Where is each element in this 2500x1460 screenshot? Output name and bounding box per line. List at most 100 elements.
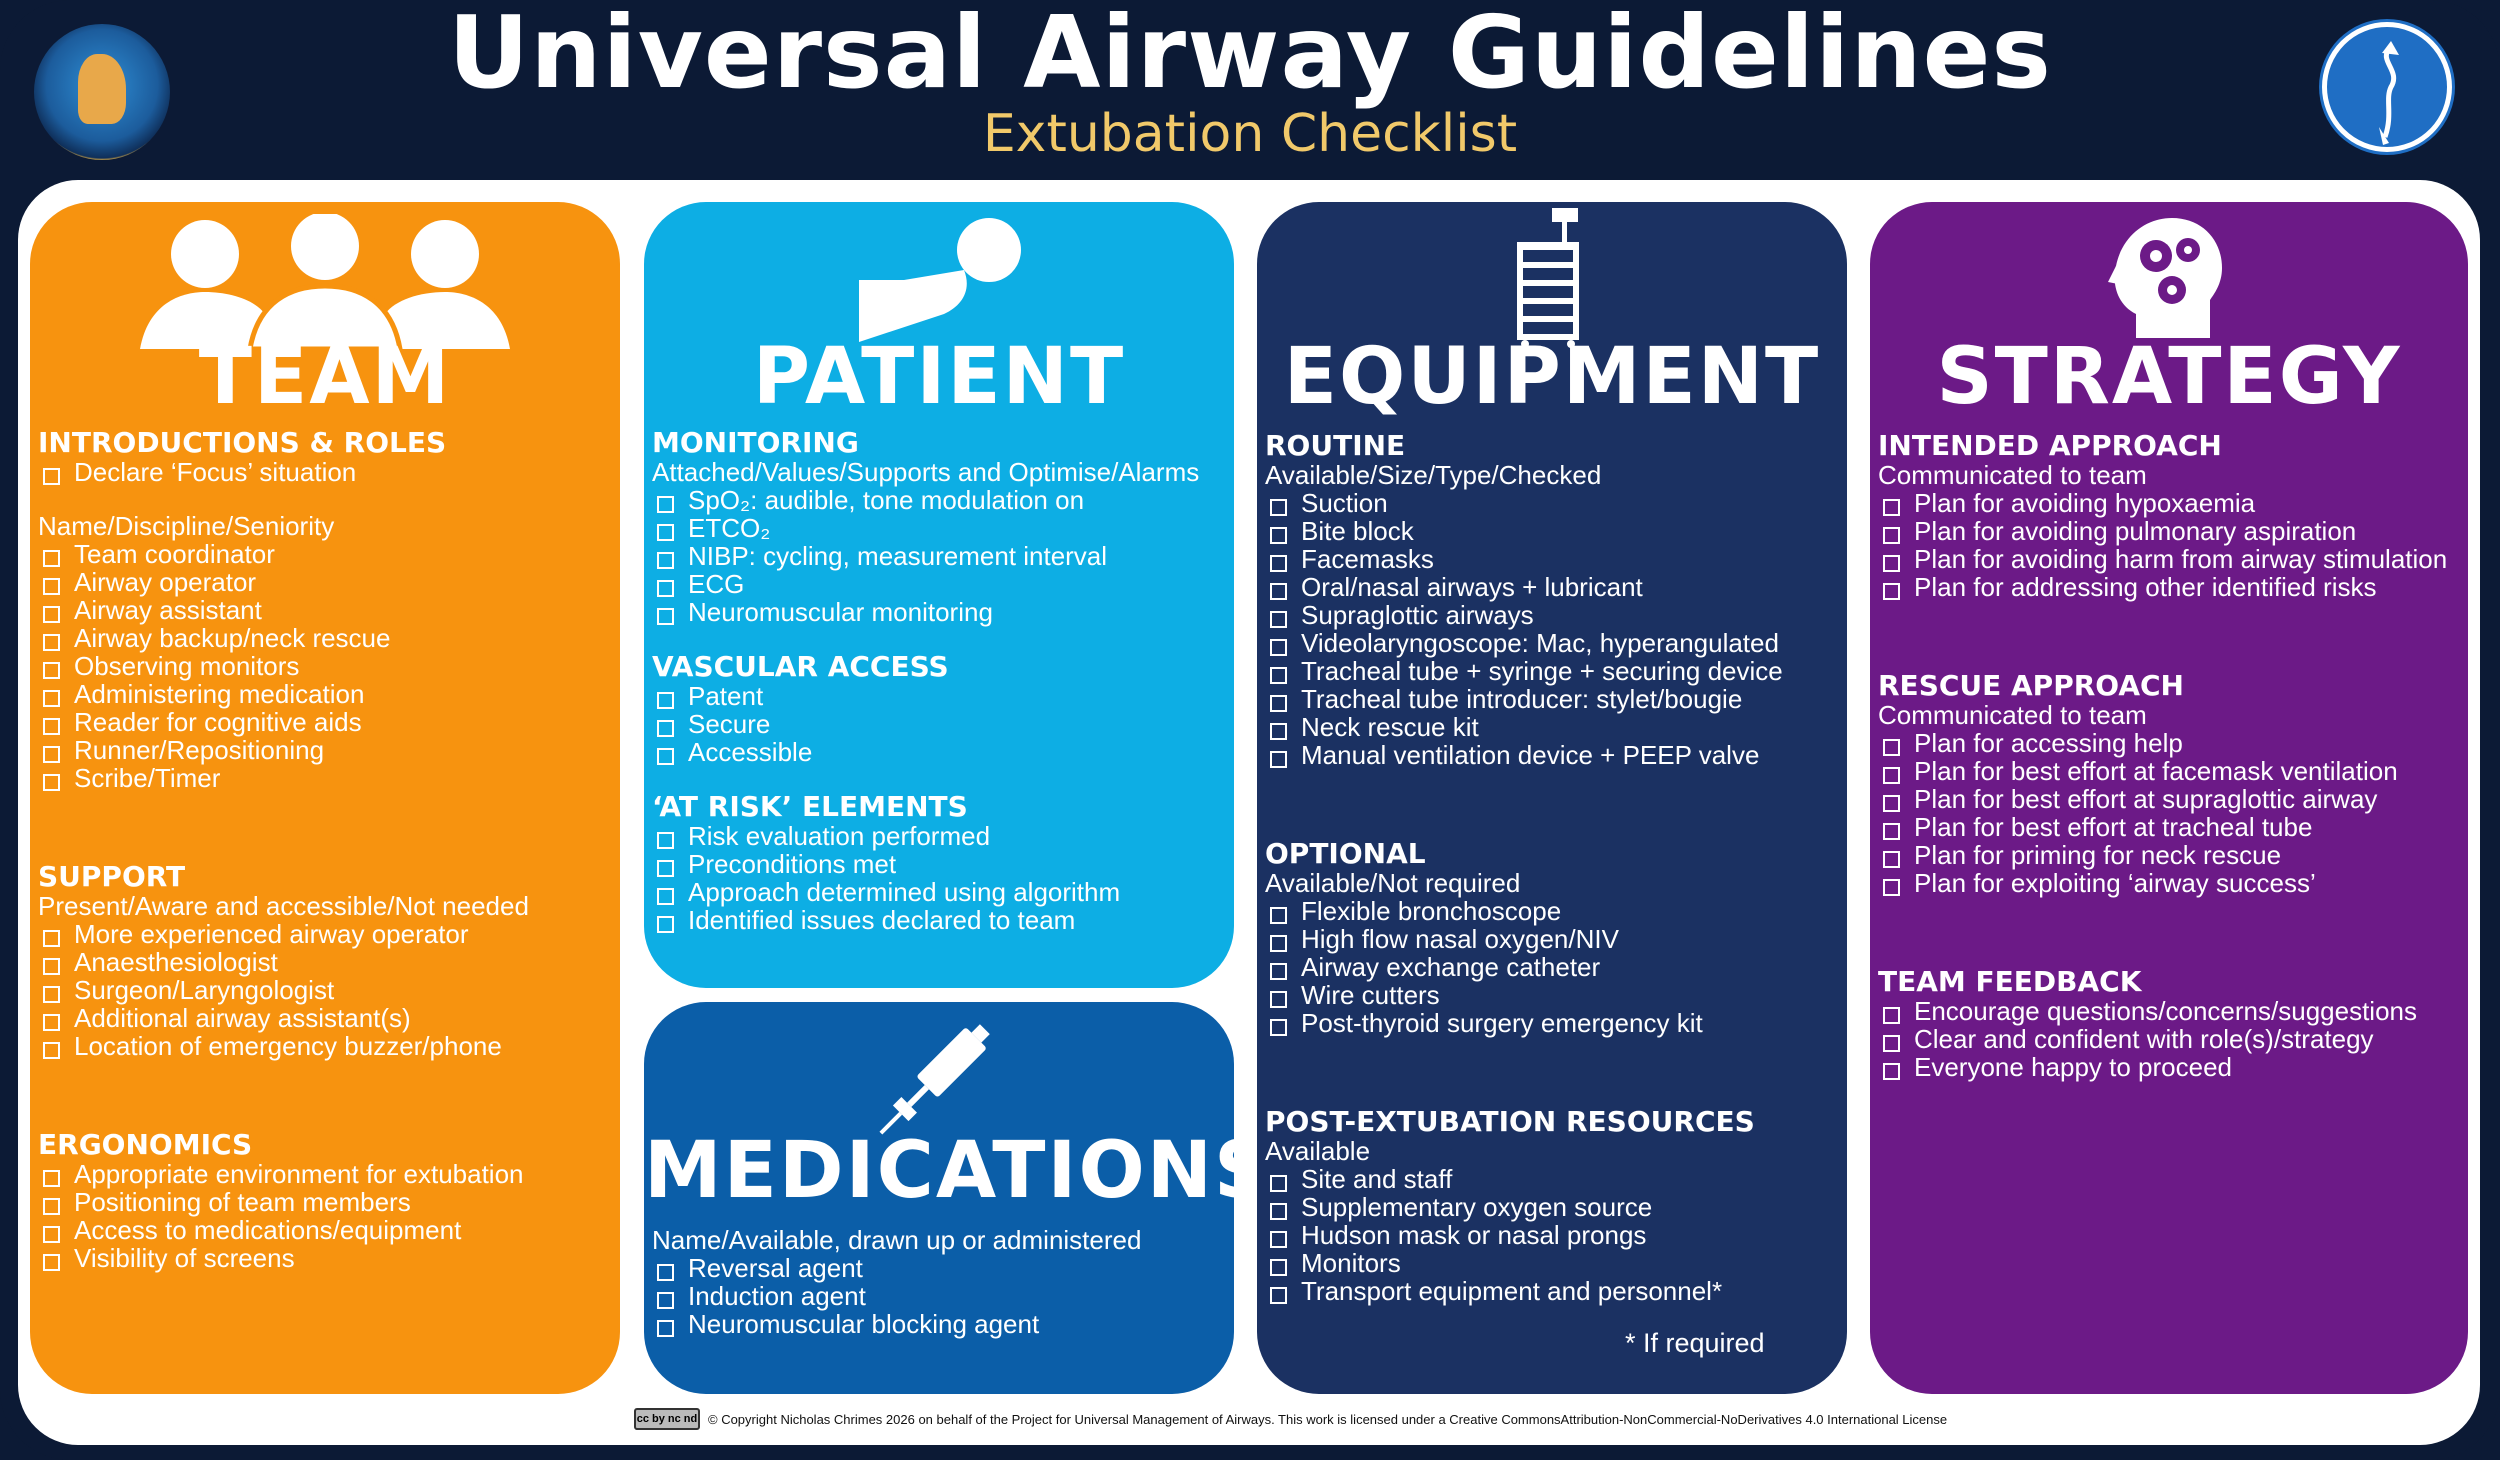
- checklist-item[interactable]: Surgeon/Laryngologist: [38, 976, 616, 1004]
- checklist-item[interactable]: Manual ventilation device + PEEP valve: [1265, 741, 1843, 769]
- airway-device-logo-icon: [2322, 22, 2452, 152]
- checklist-item[interactable]: ECG: [652, 570, 1230, 598]
- checklist-item[interactable]: Transport equipment and personnel*: [1265, 1277, 1843, 1305]
- checklist-item[interactable]: Visibility of screens: [38, 1244, 616, 1272]
- checklist-item[interactable]: Positioning of team members: [38, 1188, 616, 1216]
- checklist-item[interactable]: Wire cutters: [1265, 981, 1843, 1009]
- checklist-item[interactable]: Appropriate environment for extubation: [38, 1160, 616, 1188]
- checklist-item[interactable]: Team coordinator: [38, 540, 616, 568]
- checklist-item[interactable]: Suction: [1265, 489, 1843, 517]
- section-title: POST-EXTUBATION RESOURCES: [1265, 1105, 1755, 1138]
- checklist-item[interactable]: Access to medications/equipment: [38, 1216, 616, 1244]
- checklist-item[interactable]: Neuromuscular blocking agent: [652, 1310, 1230, 1338]
- section-gap: [1878, 897, 2464, 967]
- checklist-item[interactable]: Administering medication: [38, 680, 616, 708]
- checklist-item[interactable]: Plan for addressing other identified ris…: [1878, 573, 2464, 601]
- checklist-item[interactable]: More experienced airway operator: [38, 920, 616, 948]
- footer: cc by nc nd © Copyright Nicholas Chrimes…: [634, 1408, 1947, 1430]
- checklist-item[interactable]: Declare ‘Focus’ situation: [38, 458, 616, 486]
- checklist-item[interactable]: Reversal agent: [652, 1254, 1230, 1282]
- checklist-item[interactable]: Oral/nasal airways + lubricant: [1265, 573, 1843, 601]
- checklist-item[interactable]: NIBP: cycling, measurement interval: [652, 542, 1230, 570]
- checklist-item[interactable]: Patent: [652, 682, 1230, 710]
- checklist-item[interactable]: Plan for avoiding pulmonary aspiration: [1878, 517, 2464, 545]
- checklist-item[interactable]: Approach determined using algorithm: [652, 878, 1230, 906]
- checklist-item[interactable]: Tracheal tube introducer: stylet/bougie: [1265, 685, 1843, 713]
- checklist-item[interactable]: Plan for best effort at tracheal tube: [1878, 813, 2464, 841]
- section-subtitle: Available/Size/Type/Checked: [1265, 460, 1602, 490]
- section-gap: [38, 792, 616, 862]
- checklist-item[interactable]: Neck rescue kit: [1265, 713, 1843, 741]
- page-subtitle: Extubation Checklist: [982, 104, 1518, 164]
- checklist-item[interactable]: Identified issues declared to team: [652, 906, 1230, 934]
- checklist-item[interactable]: Facemasks: [1265, 545, 1843, 573]
- checklist-item[interactable]: Accessible: [652, 738, 1230, 766]
- checklist-item[interactable]: Plan for avoiding harm from airway stimu…: [1878, 545, 2464, 573]
- equipment-cart-icon: [1507, 208, 1597, 353]
- syringe-icon: [876, 1008, 1006, 1143]
- section-gap: [1265, 1037, 1843, 1107]
- equipment-footnote: * If required: [1625, 1328, 1765, 1358]
- checklist-item[interactable]: Plan for avoiding hypoxaemia: [1878, 489, 2464, 517]
- section-subtitle: Communicated to team: [1878, 700, 2147, 730]
- checklist-item[interactable]: Supplementary oxygen source: [1265, 1193, 1843, 1221]
- checklist-item[interactable]: Everyone happy to proceed: [1878, 1053, 2464, 1081]
- checklist-item[interactable]: Bite block: [1265, 517, 1843, 545]
- checklist-item[interactable]: Plan for accessing help: [1878, 729, 2464, 757]
- checklist-item[interactable]: Plan for priming for neck rescue: [1878, 841, 2464, 869]
- page-title: Universal Airway Guidelines: [448, 0, 2052, 111]
- checklist-item[interactable]: Site and staff: [1265, 1165, 1843, 1193]
- checklist-item[interactable]: Neuromuscular monitoring: [652, 598, 1230, 626]
- section-subtitle: Name/Available, drawn up or administered: [652, 1225, 1142, 1255]
- checklist-item[interactable]: Plan for best effort at facemask ventila…: [1878, 757, 2464, 785]
- checklist-item[interactable]: Additional airway assistant(s): [38, 1004, 616, 1032]
- checklist-item[interactable]: Location of emergency buzzer/phone: [38, 1032, 616, 1060]
- checklist-item[interactable]: Hudson mask or nasal prongs: [1265, 1221, 1843, 1249]
- checklist-item[interactable]: Supraglottic airways: [1265, 601, 1843, 629]
- checklist-item[interactable]: Reader for cognitive aids: [38, 708, 616, 736]
- cc-license-badge: cc by nc nd: [634, 1408, 700, 1430]
- checklist-item[interactable]: Monitors: [1265, 1249, 1843, 1277]
- checklist-item[interactable]: Airway exchange catheter: [1265, 953, 1843, 981]
- checklist-item[interactable]: Secure: [652, 710, 1230, 738]
- checklist-item[interactable]: SpO₂: audible, tone modulation on: [652, 486, 1230, 514]
- checklist-item[interactable]: Airway backup/neck rescue: [38, 624, 616, 652]
- checklist-item[interactable]: Airway operator: [38, 568, 616, 596]
- section-title: OPTIONAL: [1265, 837, 1426, 870]
- checklist-item[interactable]: High flow nasal oxygen/NIV: [1265, 925, 1843, 953]
- checklist-item[interactable]: Plan for exploiting ‘airway success’: [1878, 869, 2464, 897]
- checklist-item[interactable]: Videolaryngoscope: Mac, hyperangulated: [1265, 629, 1843, 657]
- section-title: TEAM FEEDBACK: [1878, 965, 2142, 998]
- checklist-item[interactable]: Anaesthesiologist: [38, 948, 616, 976]
- checklist-item[interactable]: Observing monitors: [38, 652, 616, 680]
- checklist-item[interactable]: ETCO₂: [652, 514, 1230, 542]
- checklist-item[interactable]: Post-thyroid surgery emergency kit: [1265, 1009, 1843, 1037]
- checklist-item[interactable]: Plan for best effort at supraglottic air…: [1878, 785, 2464, 813]
- patient-icon: [854, 210, 1034, 355]
- medications-heading: MEDICATIONS: [644, 1126, 1234, 1216]
- copyright-text: © Copyright Nicholas Chrimes 2026 on beh…: [708, 1411, 1948, 1427]
- checklist-item[interactable]: Risk evaluation performed: [652, 822, 1230, 850]
- checklist-item[interactable]: Scribe/Timer: [38, 764, 616, 792]
- checklist-item[interactable]: Runner/Repositioning: [38, 736, 616, 764]
- section-title: ROUTINE: [1265, 429, 1406, 462]
- checklist-item[interactable]: Airway assistant: [38, 596, 616, 624]
- section-title: INTRODUCTIONS & ROLES: [38, 426, 447, 459]
- medications-card: MEDICATIONS Name/Available, drawn up or …: [644, 1002, 1234, 1394]
- section-title: INTENDED APPROACH: [1878, 429, 2222, 462]
- checklist-item[interactable]: Induction agent: [652, 1282, 1230, 1310]
- checklist-item[interactable]: Preconditions met: [652, 850, 1230, 878]
- checklist-item[interactable]: Tracheal tube + syringe + securing devic…: [1265, 657, 1843, 685]
- checklist-item[interactable]: Flexible bronchoscope: [1265, 897, 1843, 925]
- section-subtitle: Available/Not required: [1265, 868, 1521, 898]
- checklist-item[interactable]: Clear and confident with role(s)/strateg…: [1878, 1025, 2464, 1053]
- section-title: RESCUE APPROACH: [1878, 669, 2184, 702]
- brain-gears-icon: [2106, 210, 2226, 345]
- checklist-item[interactable]: Encourage questions/concerns/suggestions: [1878, 997, 2464, 1025]
